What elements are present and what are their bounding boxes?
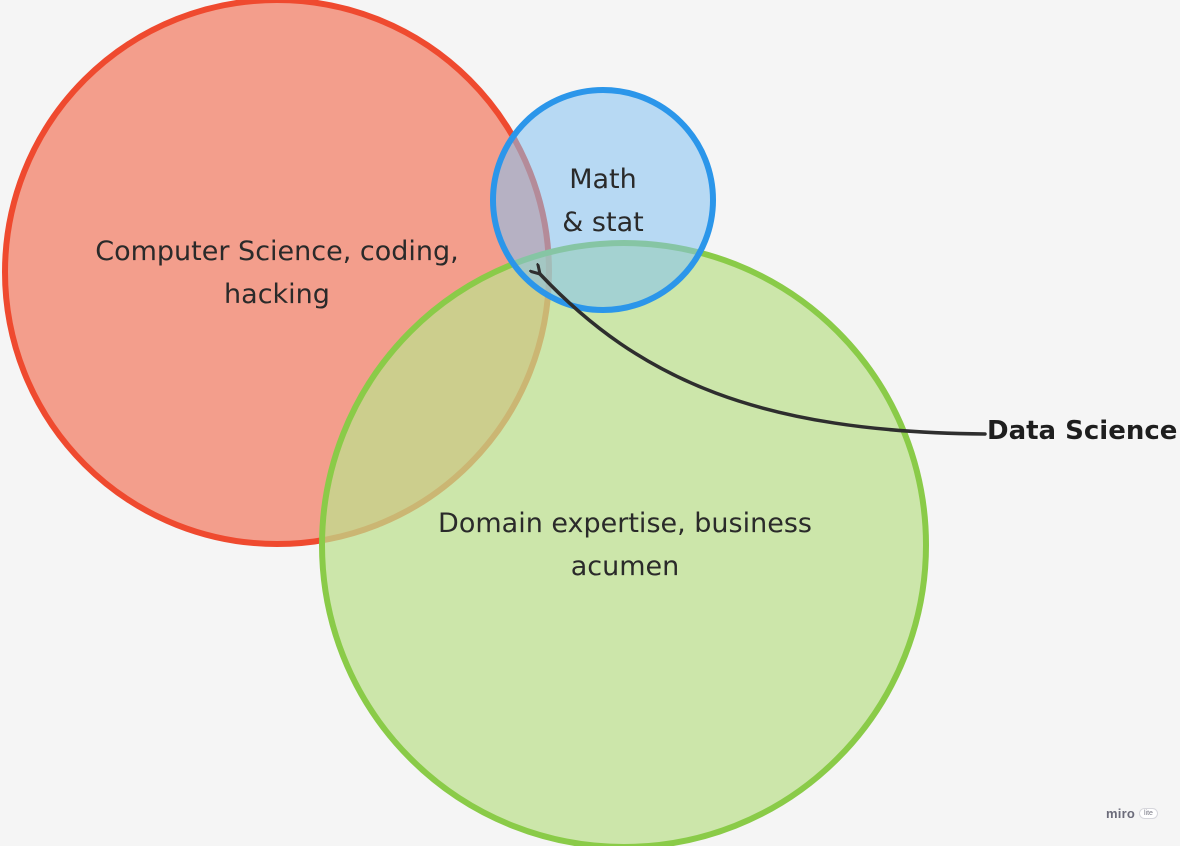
miro-logo: miro lite [1106,806,1158,821]
data-science-arrow[interactable] [540,274,987,436]
label-computer-science: Computer Science, coding, hacking [95,236,459,310]
label-data-science: Data Science [987,416,1178,446]
label-math-stat: Math & stat [562,164,644,238]
label-domain-expertise: Domain expertise, business acumen [438,508,812,582]
circle-math-stat[interactable] [490,87,716,313]
miro-logo-text: miro [1106,806,1135,821]
lite-badge: lite [1138,808,1158,819]
